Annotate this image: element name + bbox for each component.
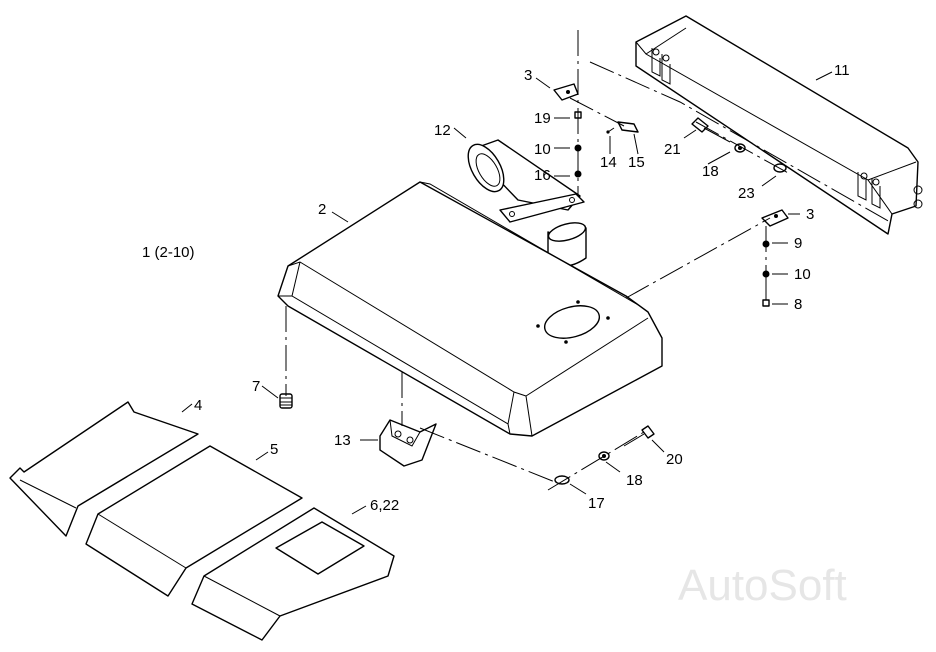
part-14-pin[interactable] [606, 127, 615, 134]
part-13-bracket[interactable] [379, 419, 437, 467]
assembly-centerlines [285, 30, 891, 491]
part-4-plate[interactable] [9, 401, 199, 537]
callout-12: 12 [434, 122, 451, 139]
leader-lines [181, 71, 833, 515]
part-5-plate[interactable] [85, 445, 303, 597]
part-3-clip-right[interactable] [761, 209, 789, 227]
callout-7: 7 [252, 378, 260, 395]
callout-8: 8 [794, 296, 802, 313]
watermark: AutoSoft [678, 561, 847, 610]
callout-10-upper: 10 [534, 141, 551, 158]
callout-2: 2 [318, 201, 326, 218]
callout-16: 16 [534, 167, 551, 184]
part-12-exhaust-pipe[interactable] [461, 138, 588, 267]
part-3-clip-upper[interactable] [553, 83, 579, 101]
part-7-plug[interactable] [279, 393, 293, 409]
callout-9: 9 [794, 235, 802, 252]
part-16-nut[interactable] [574, 170, 582, 178]
part-21-bolt[interactable] [691, 117, 731, 143]
callout-17: 17 [588, 495, 605, 512]
callout-6-22: 6,22 [370, 497, 399, 514]
callout-21: 21 [664, 141, 681, 158]
part-11-bracket[interactable] [635, 15, 923, 235]
callout-18-lower: 18 [626, 472, 643, 489]
callout-4: 4 [194, 397, 202, 414]
callout-3-upper: 3 [524, 67, 532, 84]
callout-11: 11 [834, 62, 850, 79]
part-6-22-plate[interactable] [191, 507, 395, 641]
callout-15: 15 [628, 154, 645, 171]
callout-3-right: 3 [806, 206, 814, 223]
callout-5: 5 [270, 441, 278, 458]
callout-18-upper: 18 [702, 163, 719, 180]
part-17-washer[interactable] [554, 475, 570, 485]
callout-20: 20 [666, 451, 683, 468]
part-15-shaft[interactable] [617, 121, 639, 133]
part-2-cover[interactable] [277, 181, 663, 437]
callout-19: 19 [534, 110, 551, 127]
callout-14: 14 [600, 154, 617, 171]
part-18-washer-upper[interactable] [734, 143, 746, 153]
part-20-bolt[interactable] [623, 425, 655, 447]
callout-10-lower: 10 [794, 266, 811, 283]
callout-23: 23 [738, 185, 755, 202]
callout-13: 13 [334, 432, 351, 449]
assembly-label: 1 (2-10) [142, 244, 195, 261]
